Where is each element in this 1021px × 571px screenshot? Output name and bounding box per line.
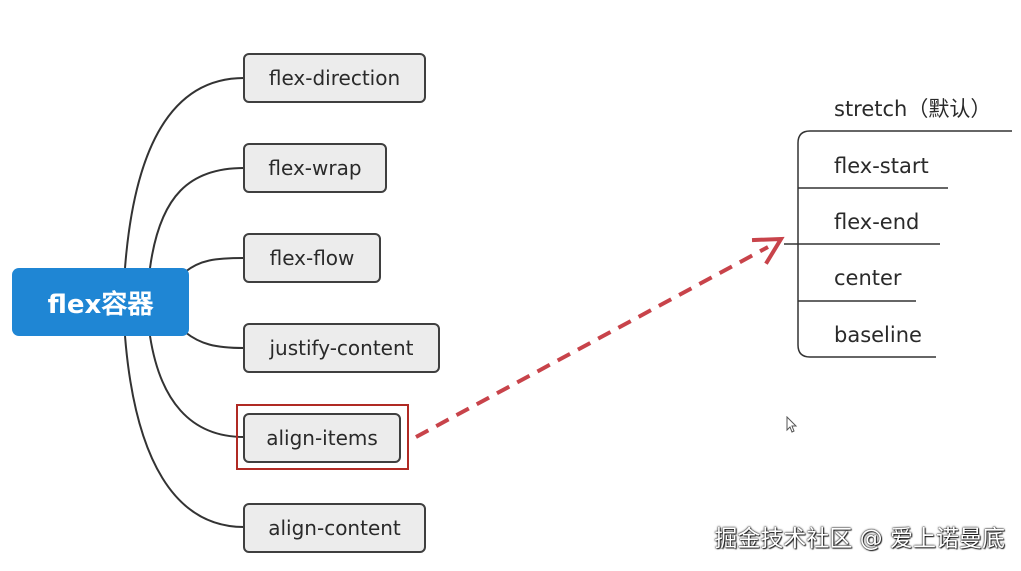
connector-flex-wrap [149, 167, 245, 269]
connector-align-content [124, 335, 245, 528]
highlight-box [236, 404, 409, 470]
connector-align-items [149, 335, 245, 438]
value-center: center [834, 266, 902, 290]
values-bracket [784, 130, 1012, 358]
value-flex-end: flex-end [834, 210, 920, 234]
connector-justify-content [184, 331, 245, 349]
mouse-pointer-icon [786, 416, 798, 433]
connector-flex-flow [184, 257, 245, 273]
branch-flex-flow: flex-flow [243, 233, 381, 283]
branch-flex-wrap: flex-wrap [243, 143, 387, 193]
root-node: flex容器 [12, 268, 189, 336]
value-stretch: stretch（默认） [834, 97, 992, 121]
value-baseline: baseline [834, 323, 922, 347]
watermark: 掘金技术社区 @ 爱上诺曼底 [714, 526, 1005, 552]
branch-flex-direction: flex-direction [243, 53, 426, 103]
value-flex-start: flex-start [834, 154, 929, 178]
dashed-arrow [415, 236, 785, 439]
branch-justify-content: justify-content [243, 323, 440, 373]
connector-flex-direction [124, 77, 245, 269]
branch-align-items: align-items [243, 413, 401, 463]
branch-align-content: align-content [243, 503, 426, 553]
